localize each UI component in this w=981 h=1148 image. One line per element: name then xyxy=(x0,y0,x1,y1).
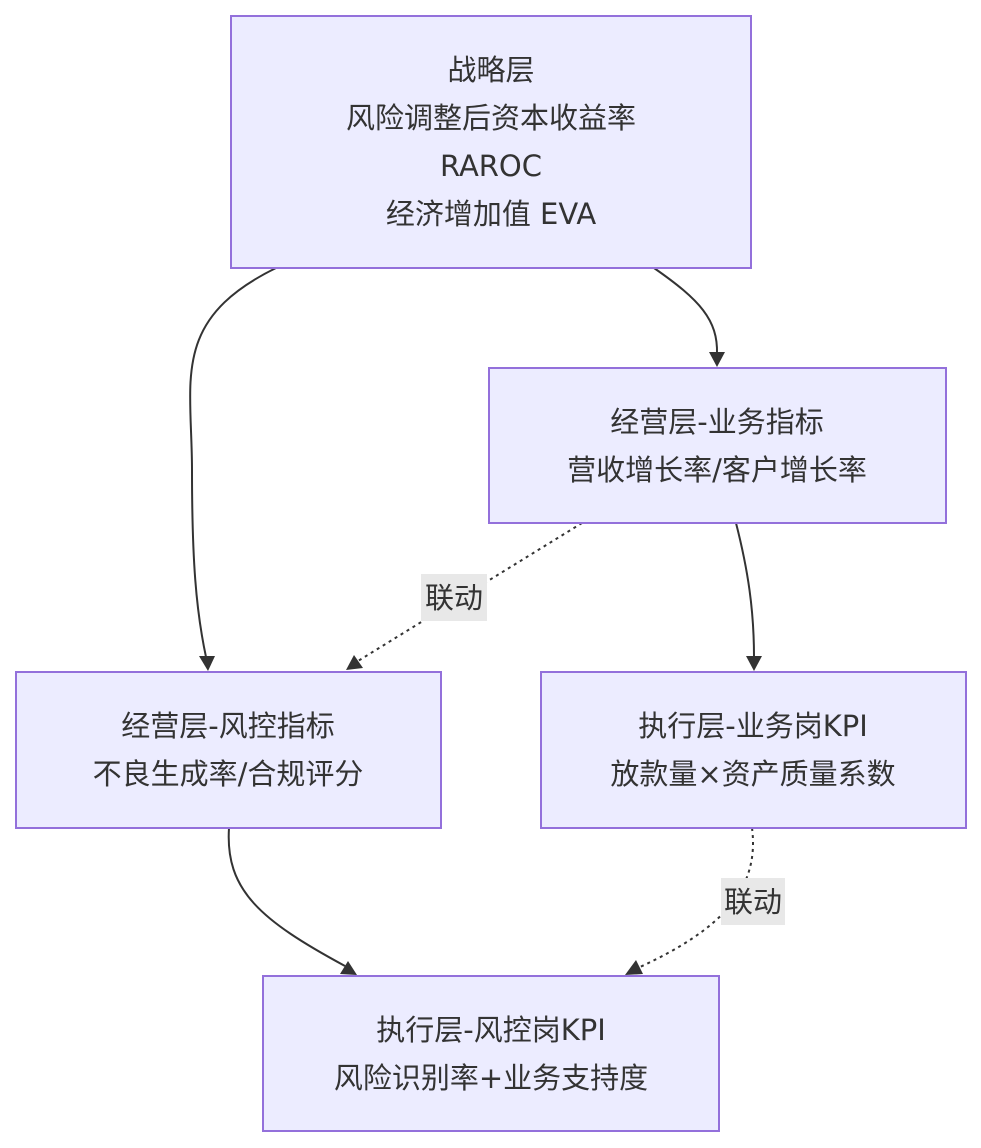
node-ops-risk-line-1: 经营层-风控指标 xyxy=(121,709,334,743)
node-strategy-line-3: RAROC xyxy=(440,149,542,183)
node-exec-risk-line-1: 执行层-风控岗KPI xyxy=(376,1013,606,1047)
node-ops-risk[interactable]: 经营层-风控指标 不良生成率/合规评分 xyxy=(15,671,442,829)
edge-label-ops-link: 联动 xyxy=(421,574,487,621)
node-exec-business-line-1: 执行层-业务岗KPI xyxy=(638,709,868,743)
edge-label-exec-link-text: 联动 xyxy=(724,885,782,919)
node-strategy-line-1: 战略层 xyxy=(447,53,534,87)
arrowhead-exec-risk-link xyxy=(625,960,643,975)
arrowhead-exec-risk xyxy=(340,961,357,975)
edge-label-ops-link-text: 联动 xyxy=(425,581,483,615)
node-exec-business-line-2: 放款量×资产质量系数 xyxy=(610,757,895,791)
node-exec-business[interactable]: 执行层-业务岗KPI 放款量×资产质量系数 xyxy=(540,671,967,829)
node-strategy-line-2: 风险调整后资本收益率 xyxy=(346,101,636,135)
node-ops-business-line-2: 营收增长率/客户增长率 xyxy=(567,453,867,487)
node-ops-risk-line-2: 不良生成率/合规评分 xyxy=(93,757,364,791)
node-exec-risk[interactable]: 执行层-风控岗KPI 风险识别率+业务支持度 xyxy=(262,975,720,1132)
edge-strategy-to-ops-risk xyxy=(189,267,277,658)
edge-ops-risk-to-exec-risk xyxy=(227,827,346,967)
edge-strategy-to-ops-business xyxy=(653,267,719,355)
arrowhead-ops-business xyxy=(709,352,725,367)
arrowhead-exec-business xyxy=(746,656,762,671)
node-ops-business-line-1: 经营层-业务指标 xyxy=(610,405,823,439)
arrowhead-ops-risk-link xyxy=(346,655,363,670)
node-exec-risk-line-2: 风险识别率+业务支持度 xyxy=(334,1061,648,1095)
node-ops-business[interactable]: 经营层-业务指标 营收增长率/客户增长率 xyxy=(488,367,947,524)
node-strategy-line-4: 经济增加值 EVA xyxy=(386,197,597,231)
edge-ops-business-to-ops-risk xyxy=(357,522,583,662)
edge-ops-business-to-exec-business xyxy=(735,522,755,658)
edge-label-exec-link: 联动 xyxy=(721,878,785,925)
arrowhead-ops-risk xyxy=(199,656,215,671)
node-strategy[interactable]: 战略层 风险调整后资本收益率 RAROC 经济增加值 EVA xyxy=(230,15,752,269)
